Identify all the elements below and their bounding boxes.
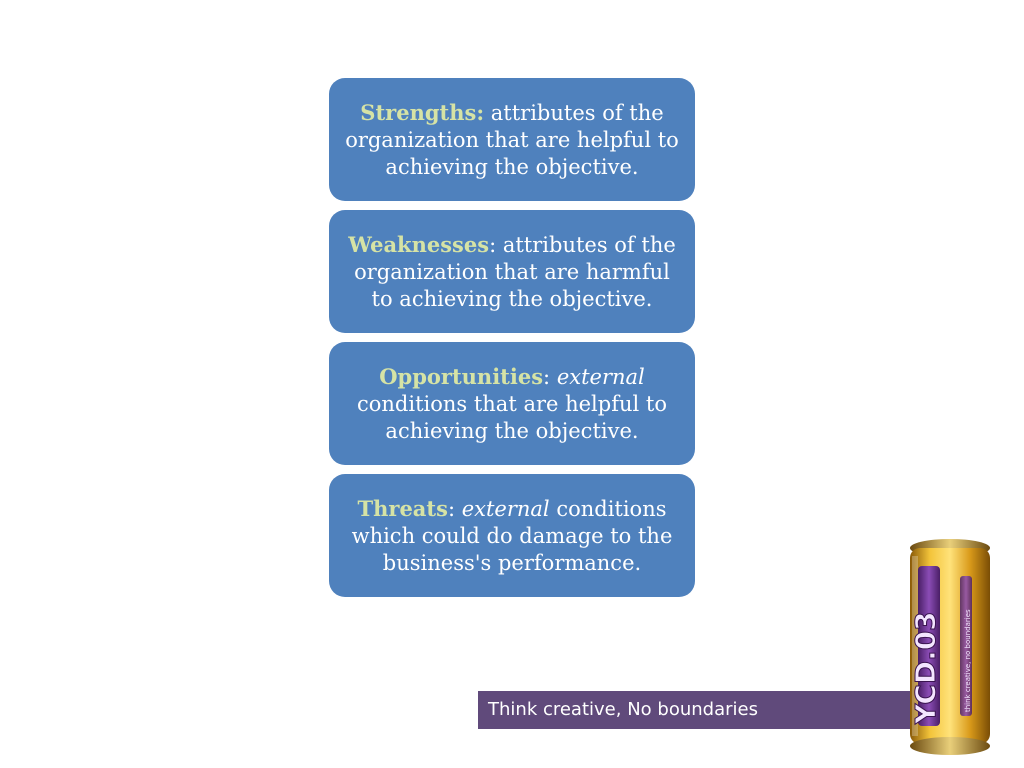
- card-description: conditions which could do damage to the …: [351, 496, 673, 575]
- can-brand-text: YCD.03: [909, 611, 943, 726]
- card-description: conditions that are helpful to achieving…: [356, 391, 667, 443]
- card-term: Threats: [357, 495, 448, 521]
- card-term: Strengths: [360, 99, 477, 125]
- card-term: Weaknesses: [348, 231, 490, 257]
- can-tagline-text: think creative, no boundaries: [964, 609, 972, 712]
- card-emphasis: external: [556, 364, 645, 389]
- card-weaknesses: Weaknesses: attributes of the organizati…: [329, 210, 695, 333]
- card-text: Weaknesses: attributes of the organizati…: [348, 231, 676, 311]
- card-term: Opportunities: [379, 363, 544, 389]
- card-description: attributes of the organization that are …: [354, 232, 676, 311]
- card-text: Strengths: attributes of the organizatio…: [345, 99, 679, 179]
- card-text: Opportunities: external conditions that …: [356, 363, 667, 443]
- card-threats: Threats: external conditions which could…: [329, 474, 695, 597]
- card-description: attributes of the organization that are …: [345, 100, 679, 179]
- svg-text:YCD.03: YCD.03: [909, 611, 942, 725]
- svg-text:think creative, no boundaries: think creative, no boundaries: [964, 609, 972, 712]
- swot-list: Strengths: attributes of the organizatio…: [329, 78, 695, 606]
- card-emphasis: external: [461, 496, 550, 521]
- card-strengths: Strengths: attributes of the organizatio…: [329, 78, 695, 201]
- card-opportunities: Opportunities: external conditions that …: [329, 342, 695, 465]
- product-can-image: YCD.03 think creative, no boundaries: [909, 539, 990, 755]
- card-text: Threats: external conditions which could…: [351, 495, 673, 575]
- tagline-banner: Think creative, No boundaries: [478, 691, 918, 729]
